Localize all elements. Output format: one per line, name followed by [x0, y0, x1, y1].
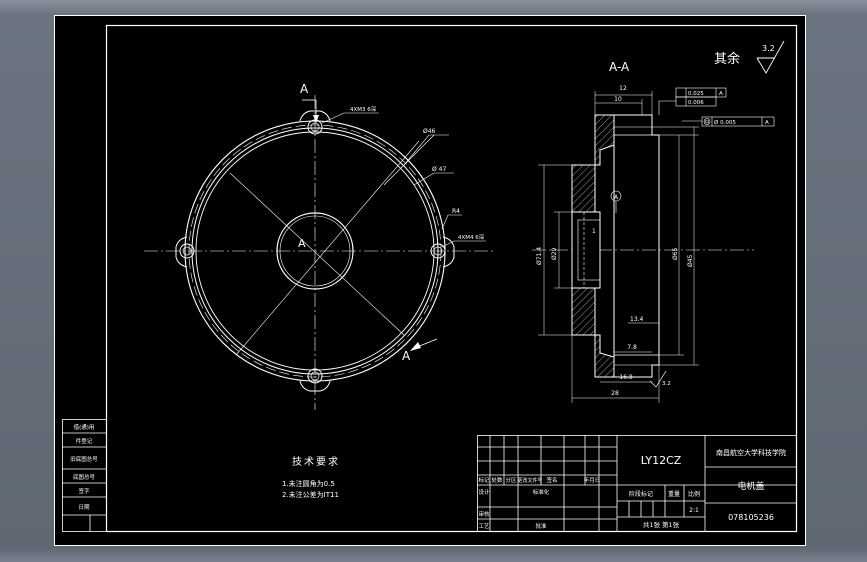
view-mark-bottom: A	[402, 349, 411, 363]
dim-holes-right: 4XM4 6深	[458, 233, 485, 241]
tb-h-approve: 批准	[535, 522, 547, 530]
dim-holes-top: 4XM3 6深	[350, 105, 377, 113]
tb-h-sign: 签名	[546, 476, 557, 484]
tolerance-frames	[658, 87, 775, 127]
tb-h-doc: 更改文件号	[517, 477, 542, 484]
tb-part-name: 电机盖	[737, 480, 764, 492]
side-row-5: 日期	[78, 504, 90, 511]
tb-h-mark: 标记	[478, 476, 490, 484]
view-mark-center: A	[298, 237, 306, 250]
section-view	[532, 91, 754, 403]
roughness-symbol-icon	[756, 40, 785, 74]
tb-h-std: 标准化	[533, 488, 550, 496]
outer-frame	[54, 15, 806, 546]
dim-step: 1	[592, 228, 596, 235]
tol-flat: 0.025	[688, 91, 704, 97]
tb-h-count: 处数	[491, 476, 503, 484]
drawing-sheet: 借(通)用 件登记 旧底图总号 底图总号 签字 日期	[54, 15, 806, 546]
dim-w16-8: 16.8	[619, 374, 633, 381]
dim-w12: 12	[619, 85, 627, 92]
dim-w13-4: 13.4	[630, 316, 644, 323]
tb-h-ratio: 比例	[688, 490, 700, 498]
tb-scale: 2:1	[689, 507, 699, 514]
section-label: A-A	[609, 60, 630, 74]
tb-sheet-info: 共1张 第1张	[643, 520, 680, 529]
tol-para: 0.006	[688, 100, 704, 106]
dim-d-right2: Ø45	[687, 254, 694, 267]
side-row-0: 借(通)用	[74, 423, 95, 431]
inner-frame	[105, 24, 798, 533]
side-row-3: 底图总号	[73, 473, 96, 481]
tb-h-date: 年月日	[584, 476, 601, 484]
dim-r: R4	[452, 208, 460, 215]
side-row-4: 签字	[78, 487, 90, 495]
tol-conc: Ø 0.005	[714, 119, 736, 126]
drawing-canvas: 借(通)用 件登记 旧底图总号 底图总号 签字 日期	[54, 15, 806, 546]
tol-ref-2: A	[765, 120, 769, 126]
rough-small: 3.2	[662, 381, 671, 387]
title-block	[477, 435, 797, 532]
dim-w7-8: 7.8	[627, 344, 637, 351]
tb-h-weight: 重量	[668, 490, 680, 498]
tb-h-review: 审核	[478, 510, 490, 518]
tech-note-2: 2.未注公差为IT11	[282, 490, 339, 499]
tb-h-design: 设计	[478, 488, 490, 496]
tb-h-zone: 分区	[505, 476, 517, 484]
side-row-2: 旧底图总号	[70, 455, 98, 463]
tech-title: 技术要求	[292, 455, 340, 468]
dim-d-pcd: Ø 47	[432, 166, 446, 173]
tol-ref-1: A	[719, 91, 723, 97]
front-view	[144, 95, 494, 410]
tb-material: LY12CZ	[641, 454, 682, 467]
tech-note-1: 1.未注圆角为0.5	[282, 479, 335, 488]
tb-h-process: 工艺	[478, 523, 490, 530]
tb-drawing-no: 078105236	[728, 513, 774, 522]
dim-w10: 10	[614, 96, 622, 103]
dim-d-left1: Ø71.4	[536, 247, 543, 265]
balloon-a: A	[614, 194, 619, 201]
dim-d-right1: Ø65	[672, 247, 679, 260]
dim-w28: 28	[611, 390, 619, 397]
surface-label: 其余	[714, 51, 740, 67]
dim-d-left2: Ø29	[551, 247, 558, 260]
tb-h-stage: 阶段标记	[629, 490, 653, 498]
view-mark-top: A	[300, 82, 309, 96]
side-table	[62, 419, 107, 532]
side-row-1: 件登记	[76, 437, 93, 445]
tb-school: 南昌航空大学科技学院	[716, 448, 786, 457]
dim-d-outer: Ø46	[423, 128, 436, 135]
surface-roughness: 3.2	[762, 44, 775, 53]
